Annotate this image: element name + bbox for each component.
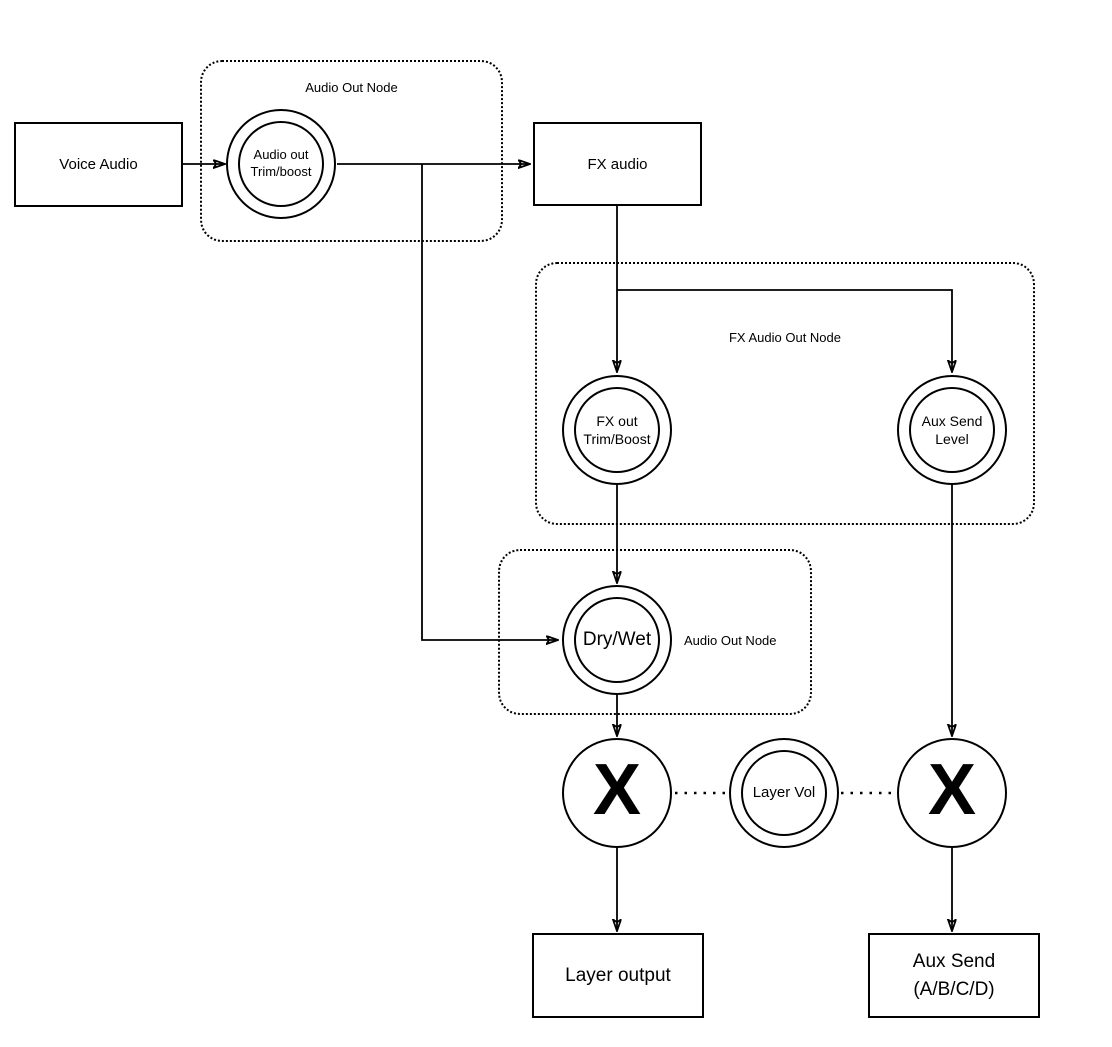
box-layer-output: Layer output [532,933,704,1018]
group-audio-out-node-top: Audio Out Node [200,60,503,242]
knob-audio-out-trim-boost-inner-ring: Audio out Trim/boost [238,121,324,207]
knob-fx-out-trim-boost: FX out Trim/Boost [562,375,672,485]
knob-dry-wet-label: Dry/Wet [582,628,652,650]
knob-fx-out-trim-boost-inner-ring: FX out Trim/Boost [574,387,660,473]
knob-fx-out-trim-line2: Trim/Boost [583,431,651,447]
knob-aux-send-level-line2: Level [935,431,969,447]
box-aux-send-label-line1: Aux Send [912,950,996,972]
knob-audio-out-trim-line1: Audio out [253,147,309,163]
knob-layer-vol-inner-ring: Layer Vol [741,750,827,836]
box-aux-send-label-line2: (A/B/C/D) [913,978,995,1000]
knob-dry-wet-inner-ring: Dry/Wet [574,597,660,683]
box-layer-output-label: Layer output [565,964,671,986]
multiply-node-right: X [897,738,1007,848]
knob-audio-out-trim-line2: Trim/boost [250,164,312,179]
knob-audio-out-trim-boost: Audio out Trim/boost [226,109,336,219]
knob-layer-vol-label: Layer Vol [752,784,816,802]
knob-layer-vol: Layer Vol [729,738,839,848]
box-aux-send: Aux Send (A/B/C/D) [868,933,1040,1018]
knob-aux-send-level: Aux Send Level [897,375,1007,485]
knob-aux-send-level-line1: Aux Send [921,412,983,429]
box-fx-audio: FX audio [533,122,702,206]
knob-fx-out-trim-line1: FX out [596,412,638,429]
multiply-node-right-x: X [927,750,977,830]
group-label-audio-out-node-drywet: Audio Out Node [684,633,777,648]
box-fx-audio-label: FX audio [587,155,648,173]
group-label-fx-audio-out-node: FX Audio Out Node [728,330,841,345]
group-label-audio-out-node-top: Audio Out Node [305,80,398,95]
knob-dry-wet: Dry/Wet [562,585,672,695]
multiply-node-left-x: X [592,750,642,830]
knob-aux-send-level-inner-ring: Aux Send Level [909,387,995,473]
multiply-node-left: X [562,738,672,848]
box-voice-audio-label: Voice Audio [59,156,138,173]
box-voice-audio: Voice Audio [14,122,183,207]
